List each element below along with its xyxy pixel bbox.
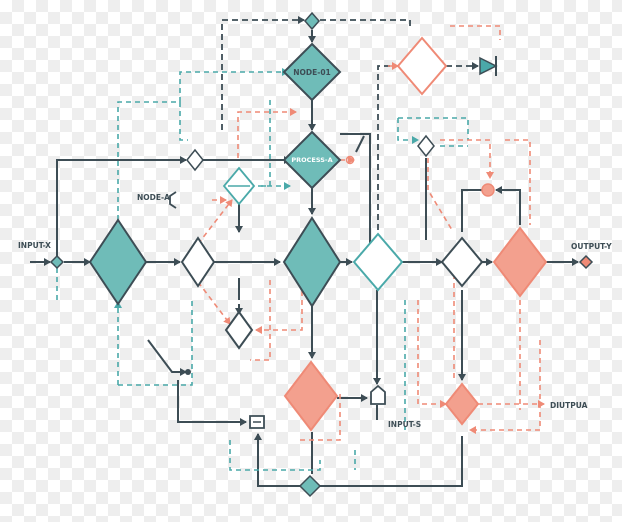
white-decision-diamond [180,236,216,288]
lower-coral-diamond [283,360,339,432]
top-junction-diamond [304,11,320,31]
node-a-label: NODE-A [137,193,170,202]
coral-node-circle [481,183,495,197]
bottom-right-coral-diamond [444,382,480,426]
input-s-shape [370,384,386,405]
right-coral-diamond [492,226,548,298]
node-a-bracket [169,191,177,209]
small-dark-node [185,369,191,375]
output-y-junction [578,254,594,270]
coral-connector-circle [345,155,355,165]
process-a-diamond [282,130,342,190]
lower-small-diamond [224,310,254,350]
coral-dashed-connectors [197,25,545,441]
input-x-label: INPUT-X [18,241,51,250]
left-teal-diamond [88,218,148,306]
input-x-junction [49,254,65,270]
right-small-diamond [417,134,435,158]
left-small-diamond [186,148,204,172]
bottom-teal-diamond [298,474,322,498]
top-coral-diamond [396,36,448,96]
dark-solid-connectors [30,30,579,487]
diutpua-label: DIUTPUA [550,401,588,410]
dark-tick-mark [355,135,365,153]
process-a-label: PROCESS-A [291,156,332,164]
node-01-diamond [282,42,342,102]
right-white-diamond [440,236,484,288]
teal-outline-large-diamond [352,232,404,292]
output-y-label: OUTPUT-Y [571,242,612,251]
terminal-triangle [479,56,498,76]
central-teal-diamond [282,216,342,308]
diagram-nodes: NODE-01 PROCESS-A NODE-A INPUT-X [18,11,612,498]
input-s-label: INPUT-S [388,420,421,429]
node-01-label: NODE-01 [293,68,331,77]
teal-dashed-connectors [56,68,469,471]
dark-dashed-connectors [221,16,479,240]
